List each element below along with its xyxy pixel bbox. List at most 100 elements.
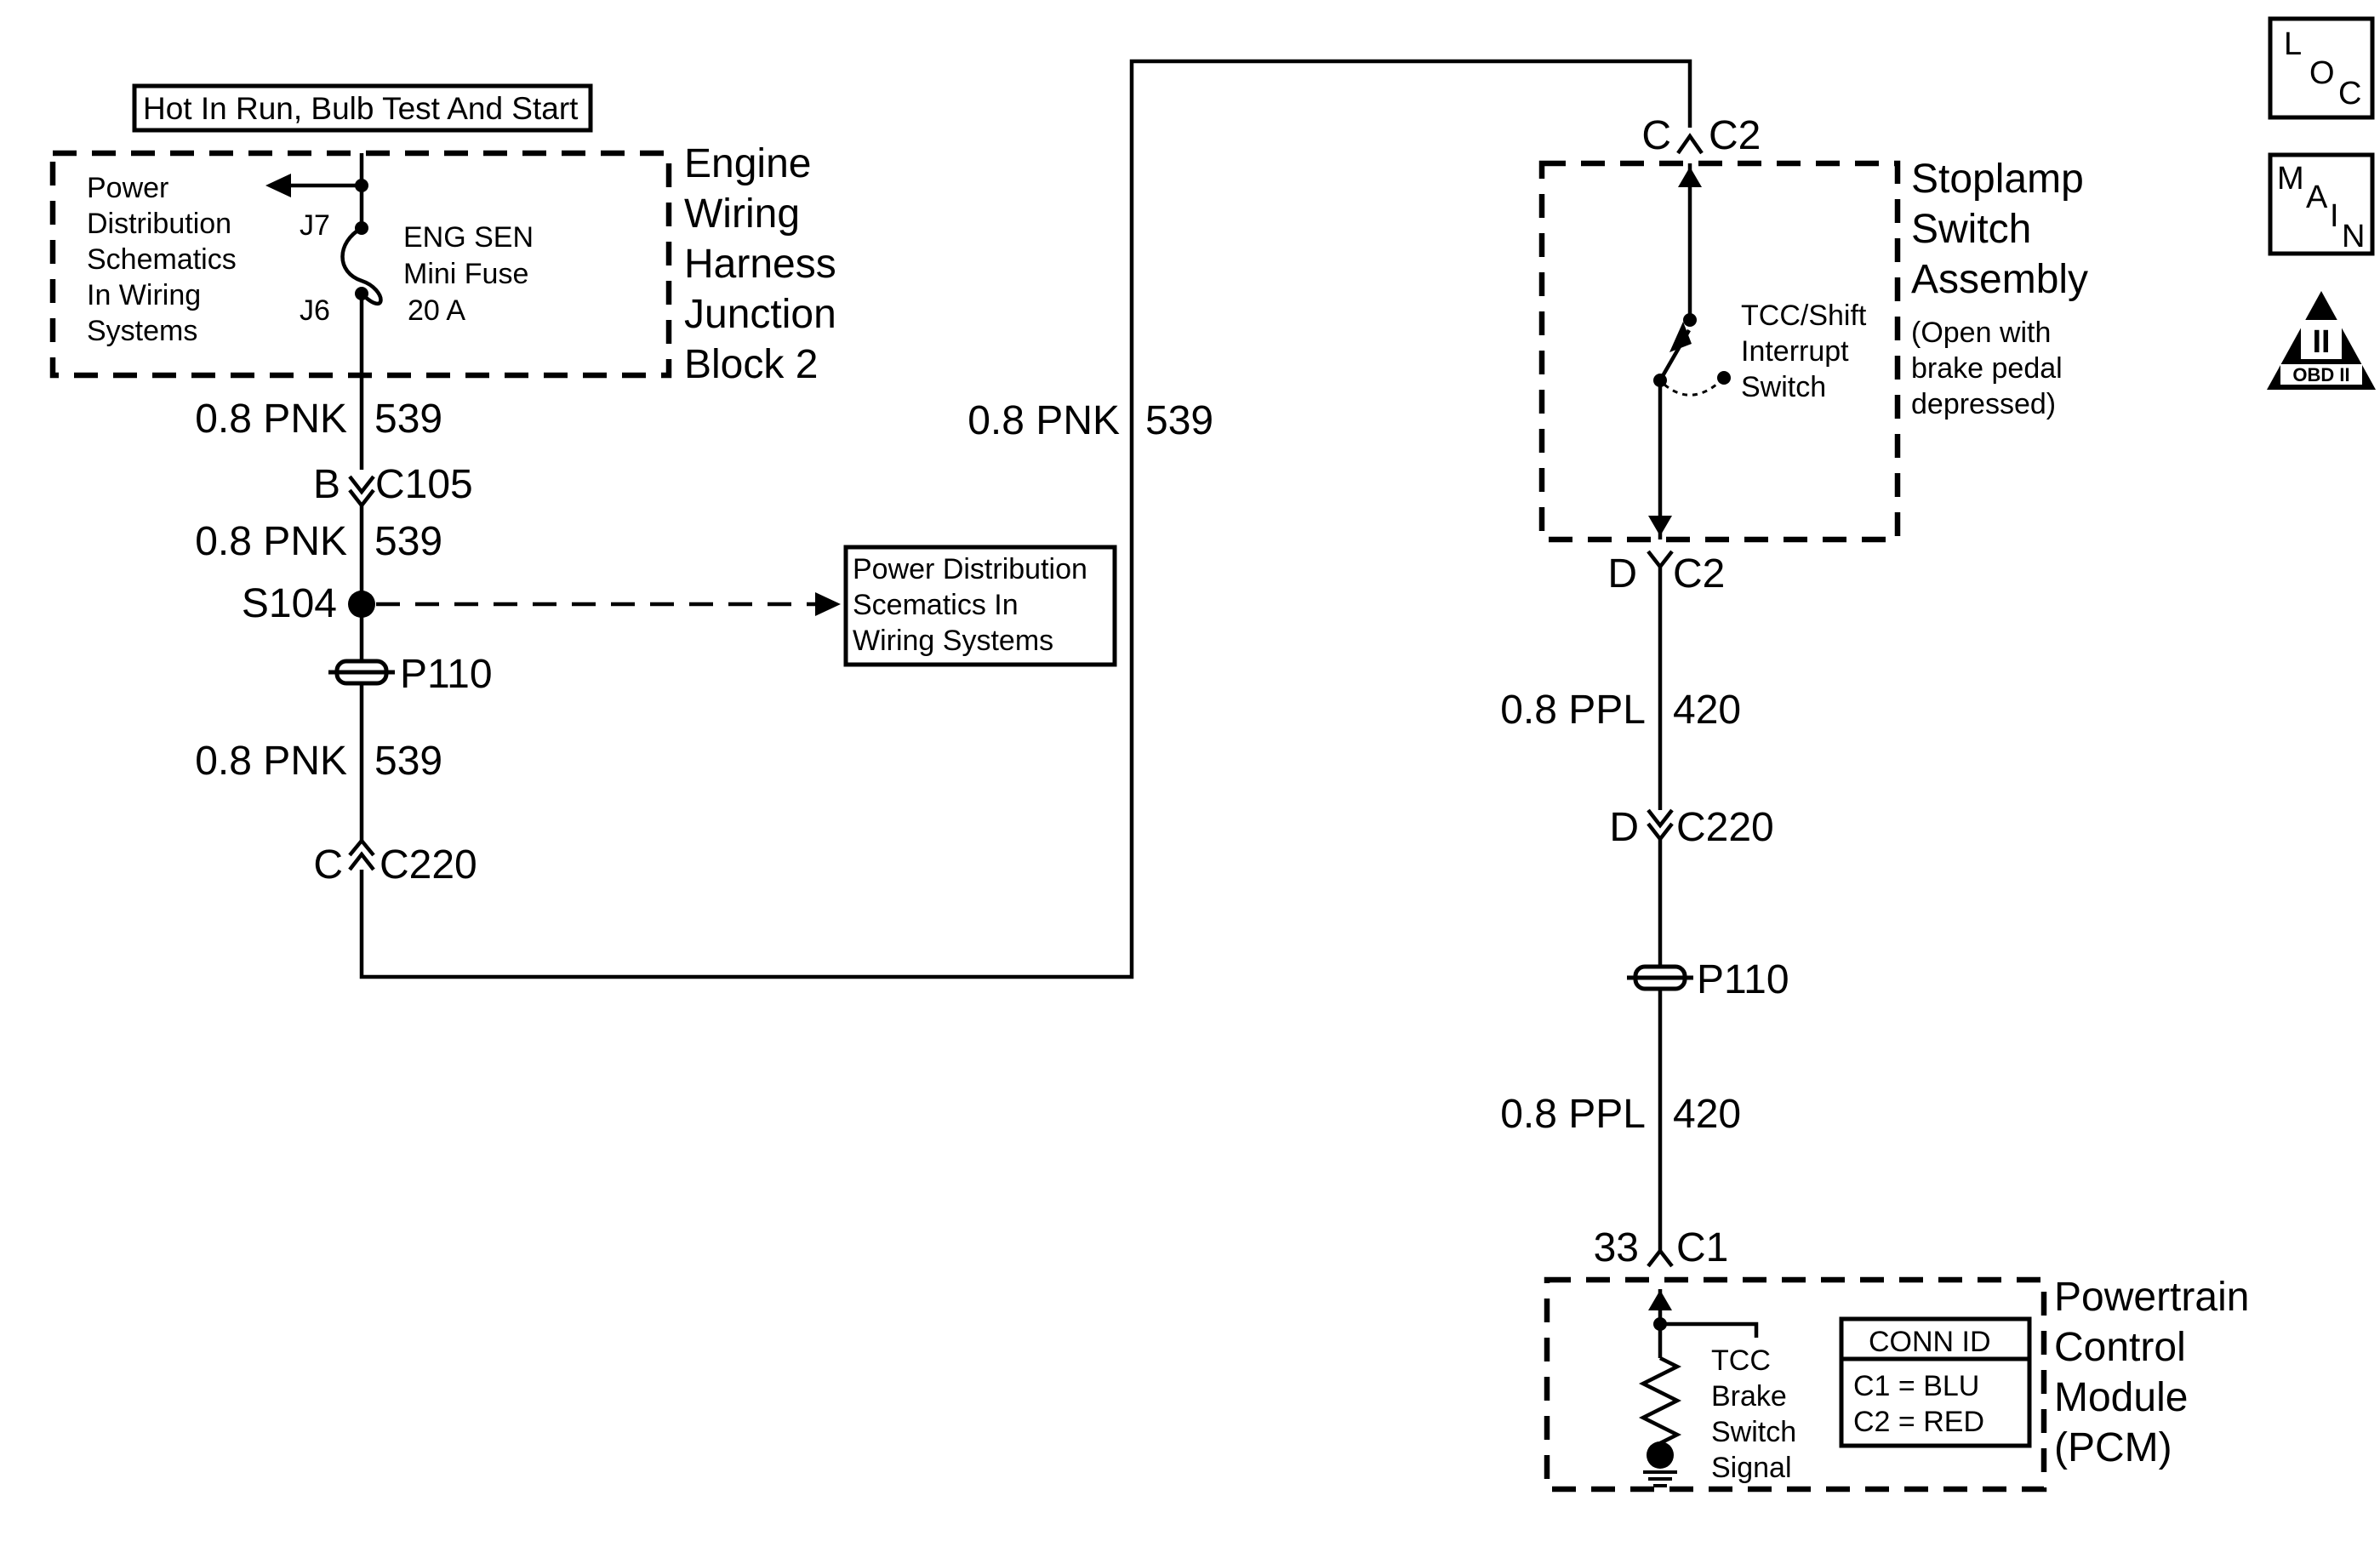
svg-text:A: A — [2306, 180, 2328, 215]
switch-contact-open — [1717, 371, 1731, 385]
svg-text:In Wiring: In Wiring — [87, 279, 201, 311]
svg-text:OBD II: OBD II — [2292, 364, 2349, 385]
svg-text:Stoplamp: Stoplamp — [1911, 157, 2084, 202]
svg-text:Signal: Signal — [1711, 1452, 1792, 1484]
connector-c105-pin: B — [313, 462, 340, 507]
pcm-title: Powertrain Control Module (PCM) — [2054, 1275, 2249, 1470]
pass-through-p110-left — [328, 659, 395, 686]
middle-wire-circuit: 539 — [1145, 398, 1213, 443]
left-wire-3-gauge: 0.8 PNK — [195, 739, 347, 784]
svg-text:M: M — [2277, 161, 2304, 197]
svg-text:Wiring Systems: Wiring Systems — [853, 625, 1053, 657]
connector-c105-id: C105 — [375, 462, 473, 507]
power-dist-box — [843, 545, 1117, 667]
connector-c2-bottom-id: C2 — [1673, 551, 1725, 596]
connector-c1-id: C1 — [1676, 1225, 1728, 1270]
main-icon[interactable]: M A I N — [2268, 152, 2375, 256]
pass-through-p110-right — [1627, 964, 1693, 991]
svg-text:Scematics In: Scematics In — [853, 589, 1019, 621]
svg-text:C: C — [2338, 76, 2361, 111]
svg-text:Switch: Switch — [1711, 1416, 1796, 1448]
stoplamp-lower-arrow — [1648, 516, 1672, 536]
conn-id-title: CONN ID — [1869, 1326, 1991, 1358]
connector-c220-right-id: C220 — [1676, 805, 1774, 850]
svg-text:Junction: Junction — [684, 292, 836, 337]
svg-text:Wiring: Wiring — [684, 191, 800, 237]
svg-text:Interrupt: Interrupt — [1741, 335, 1849, 368]
svg-text:Engine: Engine — [684, 141, 811, 186]
svg-text:20 A: 20 A — [408, 294, 465, 327]
conn-id-row-c1: C1 = BLU — [1853, 1370, 1979, 1402]
svg-text:(Open with: (Open with — [1911, 317, 2051, 349]
obd-ii-icon[interactable]: II OBD II — [2267, 291, 2376, 390]
svg-text:L: L — [2284, 26, 2302, 62]
connector-c220-right-symbol — [1647, 808, 1674, 842]
switch-travel-arc — [1664, 376, 1726, 397]
splice-s104-label: S104 — [242, 581, 337, 626]
svg-text:Assembly: Assembly — [1911, 257, 2088, 302]
splice-s104 — [348, 591, 375, 618]
svg-text:Switch: Switch — [1741, 371, 1826, 403]
switch-blade-arrow — [1669, 322, 1692, 352]
svg-text:TCC/Shift: TCC/Shift — [1741, 300, 1867, 332]
stoplamp-switch-outline — [1538, 160, 1901, 543]
pcm-signal-lead — [1660, 1321, 1759, 1338]
stoplamp-upper-arrow — [1678, 167, 1702, 187]
connector-c220-right-pin: D — [1609, 805, 1639, 850]
svg-text:Power: Power — [87, 172, 168, 204]
svg-text:Power Distribution: Power Distribution — [853, 553, 1087, 585]
pass-through-p110-left-label: P110 — [400, 652, 493, 697]
svg-text:Switch: Switch — [1911, 207, 2031, 252]
right-wire-2-circuit: 420 — [1673, 1092, 1741, 1137]
svg-text:N: N — [2342, 219, 2365, 254]
svg-text:O: O — [2309, 55, 2335, 91]
svg-text:Distribution: Distribution — [87, 208, 231, 240]
connector-c2-top-pin: C — [1641, 113, 1671, 158]
connector-c220-left-pin: C — [313, 842, 343, 888]
svg-text:ENG SEN: ENG SEN — [403, 221, 534, 254]
left-wire-1-circuit: 539 — [374, 397, 442, 442]
svg-text:Module: Module — [2054, 1375, 2188, 1420]
svg-text:brake pedal: brake pedal — [1911, 352, 2063, 385]
middle-wire-gauge: 0.8 PNK — [967, 398, 1120, 443]
connector-c1-symbol — [1647, 1247, 1674, 1268]
pin-j6: J6 — [300, 294, 330, 327]
left-wire-1-gauge: 0.8 PNK — [195, 397, 347, 442]
stoplamp-switch-note: (Open with brake pedal depressed) — [1911, 317, 2063, 420]
connector-c220-left-symbol — [348, 837, 375, 871]
svg-text:depressed): depressed) — [1911, 388, 2056, 420]
right-wire-2-gauge: 0.8 PPL — [1500, 1092, 1646, 1137]
left-wire-2-gauge: 0.8 PNK — [195, 519, 347, 564]
pin-j7: J7 — [300, 209, 330, 242]
connector-c220-left-id: C220 — [380, 842, 477, 888]
conn-id-table — [1839, 1316, 2032, 1448]
svg-text:Brake: Brake — [1711, 1380, 1787, 1413]
splice-dashed-arrow-head — [815, 592, 841, 616]
svg-text:Control: Control — [2054, 1325, 2186, 1370]
conn-id-row-c2: C2 = RED — [1853, 1406, 1984, 1438]
pcm-ground-node — [1647, 1441, 1674, 1469]
connector-c2-bottom-symbol — [1647, 550, 1674, 570]
power-dist-box-text: Power Distribution Scematics In Wiring S… — [853, 553, 1087, 657]
connector-c105-symbol — [348, 475, 375, 509]
tcc-brake-signal-label: TCC Brake Switch Signal — [1711, 1344, 1796, 1484]
svg-text:II: II — [2312, 324, 2330, 360]
fuse-symbol — [340, 226, 383, 306]
hot-in-run-box — [132, 83, 593, 133]
loc-icon[interactable]: L O C — [2268, 16, 2375, 120]
connector-c2-top-symbol — [1676, 133, 1704, 155]
svg-text:Systems: Systems — [87, 315, 197, 347]
svg-text:(PCM): (PCM) — [2054, 1425, 2172, 1470]
hot-in-run-label: Hot In Run, Bulb Test And Start — [143, 91, 579, 126]
connector-c2-bottom-pin: D — [1607, 551, 1637, 596]
pcm-input-arrow — [1648, 1290, 1672, 1310]
power-dist-reference: Power Distribution Schematics In Wiring … — [87, 172, 237, 347]
left-wire-3-circuit: 539 — [374, 739, 442, 784]
svg-text:Powertrain: Powertrain — [2054, 1275, 2249, 1320]
pcm-outline — [1544, 1276, 2047, 1493]
connector-c1-pin: 33 — [1594, 1225, 1639, 1270]
fuse-label: ENG SEN Mini Fuse 20 A — [403, 221, 534, 327]
svg-text:Schematics: Schematics — [87, 243, 237, 276]
svg-text:I: I — [2330, 198, 2339, 234]
